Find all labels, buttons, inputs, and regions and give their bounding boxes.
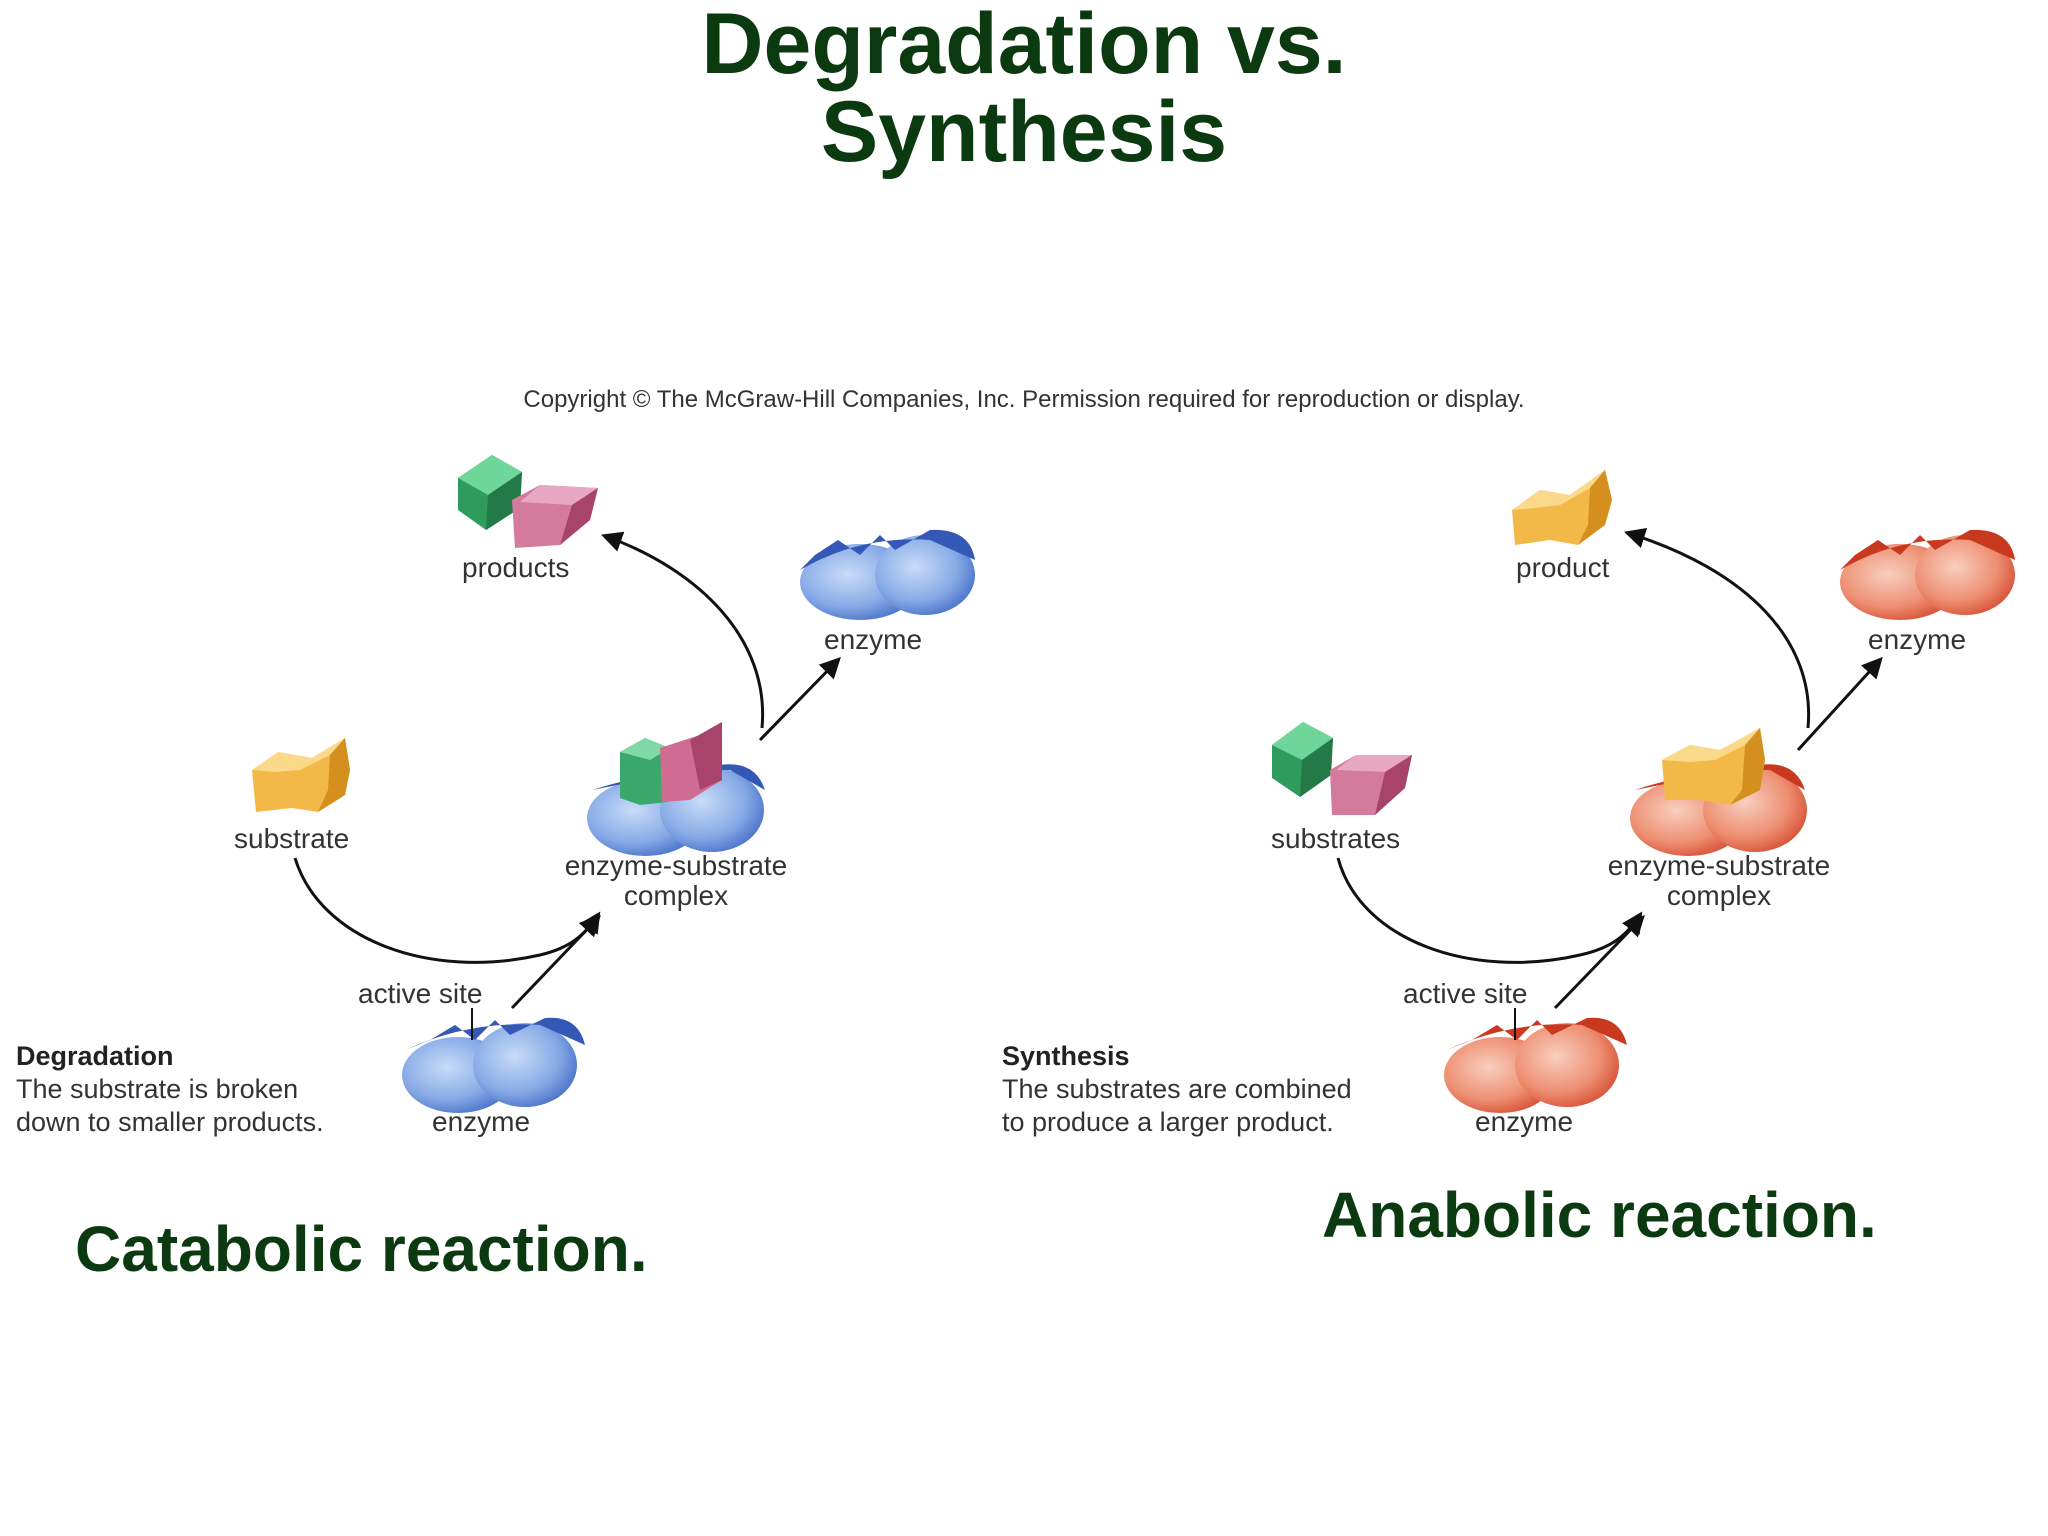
substrates-shape	[1272, 722, 1412, 815]
enzyme-icon-degradation-top	[800, 529, 975, 620]
label-complex-line-1: enzyme-substrate	[564, 850, 788, 881]
synthesis-desc-line-1: The substrates are combined	[1002, 1074, 1352, 1104]
label-enzyme-top-synthesis: enzyme	[1868, 624, 1967, 655]
enzyme-icon-synthesis-top	[1840, 529, 2015, 620]
label-complex-synthesis: enzyme-substrate complex	[1603, 851, 1835, 911]
label-substrates: substrates	[1271, 823, 1401, 854]
arrow-complex-to-products	[601, 531, 765, 729]
label-complex-line-2: complex	[623, 880, 729, 911]
substrate-shape	[252, 738, 350, 812]
degradation-description: Degradation The substrate is broken down…	[16, 1040, 324, 1139]
label-products: products	[462, 552, 570, 583]
synthesis-description: Synthesis The substrates are combined to…	[1002, 1040, 1352, 1139]
label-complex-degradation: enzyme-substrate complex	[560, 851, 792, 911]
enzyme-substrate-complex-degradation	[587, 722, 765, 856]
degradation-desc-line-2: down to smaller products.	[16, 1107, 324, 1137]
label-product: product	[1516, 552, 1610, 583]
title-line-1: Degradation vs.	[701, 0, 1347, 92]
degradation-desc-line-1: The substrate is broken	[16, 1074, 299, 1104]
caption-catabolic: Catabolic reaction.	[75, 1213, 648, 1285]
arrow-complex-to-enzyme	[758, 656, 841, 742]
label-enzyme-bottom-degradation: enzyme	[432, 1106, 531, 1137]
title-line-2: Synthesis	[820, 84, 1228, 180]
caption-anabolic: Anabolic reaction.	[1322, 1179, 1877, 1251]
synthesis-desc-title: Synthesis	[1002, 1041, 1130, 1071]
products-shape	[458, 455, 598, 548]
label-complex-line-1-synthesis: enzyme-substrate	[1607, 850, 1831, 881]
enzyme-icon-degradation-bottom	[402, 1017, 585, 1113]
label-active-site-synthesis: active site	[1403, 978, 1528, 1009]
enzyme-icon-synthesis-bottom	[1444, 1017, 1627, 1113]
arrow-complex-to-enzyme-synthesis	[1796, 656, 1883, 752]
label-enzyme-top-degradation: enzyme	[824, 624, 923, 655]
degradation-desc-title: Degradation	[16, 1041, 174, 1071]
label-substrate: substrate	[234, 823, 350, 854]
enzyme-substrate-complex-synthesis	[1630, 728, 1807, 856]
label-enzyme-bottom-synthesis: enzyme	[1475, 1106, 1574, 1137]
arrow-complex-to-product	[1623, 528, 1811, 729]
arrow-substrate-to-complex	[293, 857, 601, 964]
arrow-enzyme-to-complex	[510, 914, 601, 1010]
product-shape	[1512, 470, 1612, 545]
arrow-enzyme-to-complex-synthesis	[1553, 914, 1645, 1010]
label-active-site-degradation: active site	[358, 978, 483, 1009]
copyright-notice: Copyright © The McGraw-Hill Companies, I…	[523, 386, 1525, 413]
arrow-substrates-to-complex	[1336, 857, 1643, 964]
page-title: Degradation vs. Synthesis	[0, 0, 2048, 176]
synthesis-desc-line-2: to produce a larger product.	[1002, 1107, 1334, 1137]
label-complex-line-2-synthesis: complex	[1666, 880, 1772, 911]
